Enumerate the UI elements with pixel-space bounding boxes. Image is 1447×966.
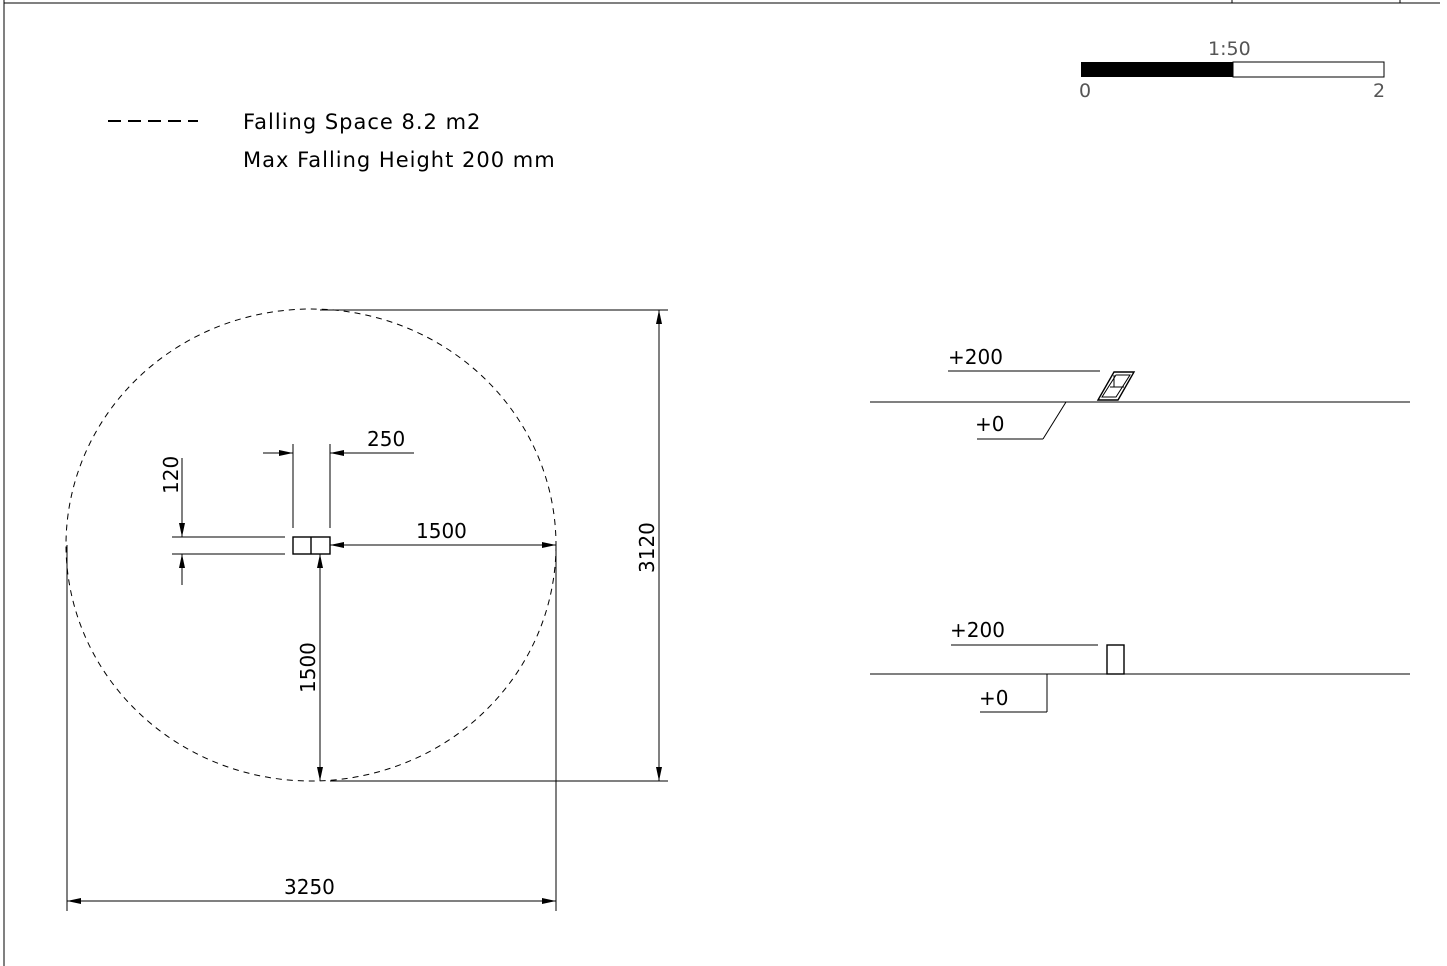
elevation-1-top-level: +200 <box>948 345 1003 369</box>
dim-radius-vertical-text: 1500 <box>296 642 320 693</box>
plan-view: 250 120 1500 1500 <box>65 308 668 911</box>
scale-end: 2 <box>1373 80 1385 102</box>
dim-radius-vertical: 1500 <box>296 554 323 781</box>
dim-radius-horizontal-text: 1500 <box>416 519 467 543</box>
legend-max-falling-height: Max Falling Height 200 mm <box>243 148 556 172</box>
dim-total-height: 3120 <box>320 309 668 782</box>
dim-total-width: 3250 <box>66 545 557 911</box>
scale-bar-filled <box>1081 62 1233 77</box>
dim-element-depth: 120 <box>159 456 285 585</box>
dim-element-depth-text: 120 <box>159 456 183 494</box>
dim-total-height-text: 3120 <box>635 522 659 573</box>
dim-total-width-text: 3250 <box>284 875 335 899</box>
equipment-front <box>1106 644 1125 675</box>
scale-bar-empty <box>1232 61 1385 78</box>
elevation-view-1: +200 +0 <box>870 345 1410 440</box>
scale-start: 0 <box>1079 80 1091 102</box>
elevation-2-top-level: +200 <box>950 618 1005 642</box>
dim-element-width-text: 250 <box>367 427 405 451</box>
legend: Falling Space 8.2 m2 Max Falling Height … <box>108 110 556 172</box>
elevation-2-ground-level: +0 <box>979 686 1008 710</box>
dim-radius-horizontal: 1500 <box>330 519 556 548</box>
scale-ratio: 1:50 <box>1208 38 1251 60</box>
elevation-view-2: +200 +0 <box>870 618 1410 713</box>
equipment-perspective <box>1096 371 1136 401</box>
dim-element-width: 250 <box>263 427 414 528</box>
elevation-1-ground-level: +0 <box>975 412 1004 436</box>
legend-falling-space: Falling Space 8.2 m2 <box>243 110 481 134</box>
sheet-frame <box>3 0 1440 966</box>
scale-bar: 1:50 0 2 <box>1079 38 1385 102</box>
